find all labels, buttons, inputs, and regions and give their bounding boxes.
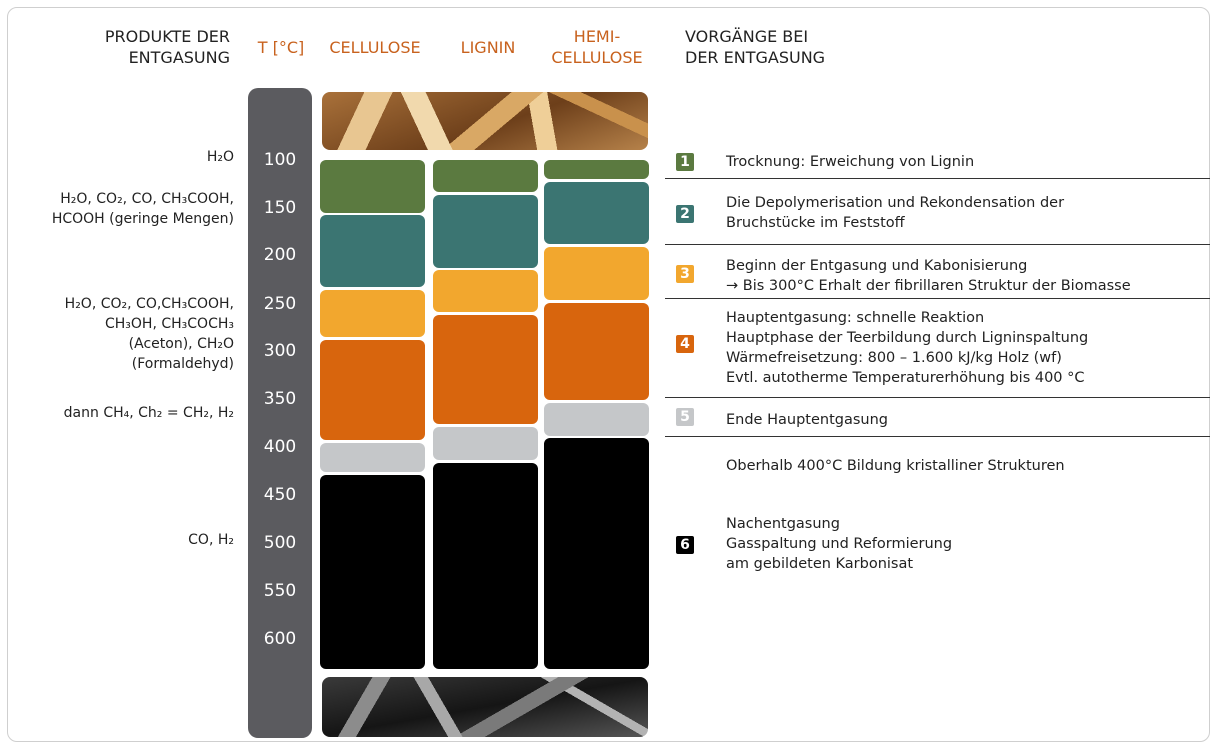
temp-tick-100: 100: [263, 150, 297, 170]
stage-4-line2: Hauptphase der Teerbildung durch Lignins…: [726, 330, 1089, 346]
product-label-group3-line4: (Formaldehyd): [131, 356, 234, 372]
lignin-stage-1-drying-segment: [433, 160, 538, 192]
temperature-bar: [248, 88, 312, 738]
stage-6-description: Nachentgasung Gasspaltung und Reformieru…: [726, 514, 952, 574]
stage-1-badge: 1: [676, 153, 694, 171]
hemicellulose-header-line2: CELLULOSE: [551, 48, 643, 67]
stage-3-description: Beginn der Entgasung und Kabonisierung →…: [726, 256, 1131, 296]
diagram-frame: [7, 7, 1210, 742]
cellulose-stage-3-degassing-start-segment: [320, 289, 425, 337]
temp-tick-450: 450: [263, 485, 297, 505]
stage-4-badge: 4: [676, 335, 694, 353]
stage-6-line1: Nachentgasung: [726, 516, 840, 532]
stage-3-line1: Beginn der Entgasung und Kabonisierung: [726, 258, 1028, 274]
temp-tick-150: 150: [263, 198, 297, 218]
stage-1-description: Trocknung: Erweichung von Lignin: [726, 152, 974, 172]
stage-2-line1: Die Depolymerisation und Rekondensation …: [726, 195, 1065, 211]
lignin-stage-4-main-degassing-segment: [433, 314, 538, 424]
stage-2-description: Die Depolymerisation und Rekondensation …: [726, 193, 1064, 233]
hemicellulose-stage-6-post-degassing-segment: [544, 438, 649, 669]
stage-2-badge: 2: [676, 205, 694, 223]
cellulose-stage-2-depolymerisation-segment: [320, 214, 425, 287]
product-label-group3-line1: H₂O, CO₂, CO,CH₃COOH,: [64, 296, 234, 312]
product-label-group4: dann CH₄, Ch₂ = CH₂, H₂: [63, 405, 234, 421]
stage-6-badge: 6: [676, 536, 694, 554]
stage-6-line2: Gasspaltung und Reformierung: [726, 536, 953, 552]
stage-3-line2: → Bis 300°C Erhalt der fibrillaren Struk…: [726, 278, 1131, 294]
temp-header: T [°C]: [257, 38, 305, 57]
cellulose-header: CELLULOSE: [329, 38, 421, 57]
lignin-stage-5-degassing-end-segment: [433, 426, 538, 461]
lignin-stage-2-depolymerisation-segment: [433, 194, 538, 268]
above-400-note: Oberhalb 400°C Bildung kristalliner Stru…: [726, 458, 1065, 474]
stage-4-line1: Hauptentgasung: schnelle Reaktion: [726, 310, 985, 326]
cellulose-stage-1-drying-segment: [320, 160, 425, 213]
product-label-group2-line2: HCOOH (geringe Mengen): [51, 211, 234, 227]
stage-5-description: Ende Hauptentgasung: [726, 410, 888, 430]
products-header-line2: ENTGASUNG: [128, 48, 230, 67]
temp-tick-550: 550: [263, 581, 297, 601]
hemicellulose-stage-5-degassing-end-segment: [544, 402, 649, 436]
stage-5-line1: Ende Hauptentgasung: [726, 412, 888, 428]
products-header-line1: PRODUKTE DER: [104, 27, 230, 46]
product-label-group5: CO, H₂: [188, 532, 234, 548]
hemicellulose-stage-3-degassing-start-segment: [544, 247, 649, 301]
lignin-stage-6-post-degassing-segment: [433, 463, 538, 669]
processes-header-line2: DER ENTGASUNG: [685, 48, 826, 67]
product-label-group3-line2: CH₃OH, CH₃COCH₃: [105, 316, 234, 332]
product-label-group2: H₂O, CO₂, CO, CH₃COOH, HCOOH (geringe Me…: [52, 189, 234, 229]
stage-divider: [665, 436, 1210, 437]
processes-header: VORGÄNGE BEI DER ENTGASUNG: [685, 26, 825, 68]
cellulose-stage-4-main-degassing-segment: [320, 339, 425, 441]
processes-header-line1: VORGÄNGE BEI: [685, 27, 809, 46]
cellulose-stage-5-degassing-end-segment: [320, 443, 425, 472]
stage-divider: [665, 178, 1210, 179]
stage-divider: [665, 397, 1210, 398]
temp-tick-600: 600: [263, 629, 297, 649]
hemicellulose-header-line1: HEMI-: [573, 27, 621, 46]
hemicellulose-header: HEMI- CELLULOSE: [542, 26, 652, 68]
cellulose-stage-6-post-degassing-segment: [320, 474, 425, 669]
temp-tick-350: 350: [263, 389, 297, 409]
stage-6-line3: am gebildeten Karbonisat: [726, 556, 914, 572]
hemicellulose-stage-2-depolymerisation-segment: [544, 182, 649, 245]
temp-tick-500: 500: [263, 533, 297, 553]
stage-divider: [665, 298, 1210, 299]
hemicellulose-stage-4-main-degassing-segment: [544, 303, 649, 400]
stage-3-badge: 3: [676, 265, 694, 283]
stage-4-line3: Wärmefreisetzung: 800 – 1.600 kJ/kg Holz…: [726, 350, 1062, 366]
product-label-group3-line3: (Aceton), CH₂O: [128, 336, 234, 352]
product-label-water: H₂O: [206, 149, 234, 165]
stage-5-badge: 5: [676, 408, 694, 426]
product-label-group3: H₂O, CO₂, CO,CH₃COOH, CH₃OH, CH₃COCH₃ (A…: [65, 294, 234, 374]
stage-4-description: Hauptentgasung: schnelle Reaktion Hauptp…: [726, 308, 1088, 388]
temp-tick-250: 250: [263, 294, 297, 314]
stage-1-line1: Trocknung: Erweichung von Lignin: [726, 154, 975, 170]
wood-chips-image: [322, 92, 648, 150]
products-header: PRODUKTE DER ENTGASUNG: [105, 26, 230, 68]
temp-tick-300: 300: [263, 341, 297, 361]
lignin-header: LIGNIN: [460, 38, 516, 57]
stage-2-line2: Bruchstücke im Feststoff: [726, 215, 905, 231]
temp-tick-400: 400: [263, 437, 297, 457]
charcoal-image: [322, 677, 648, 737]
stage-4-line4: Evtl. autotherme Temperaturerhöhung bis …: [726, 370, 1085, 386]
lignin-stage-3-degassing-start-segment: [433, 270, 538, 312]
temp-tick-200: 200: [263, 245, 297, 265]
product-label-group2-line1: H₂O, CO₂, CO, CH₃COOH,: [60, 191, 234, 207]
stage-divider: [665, 244, 1210, 245]
hemicellulose-stage-1-drying-segment: [544, 160, 649, 180]
